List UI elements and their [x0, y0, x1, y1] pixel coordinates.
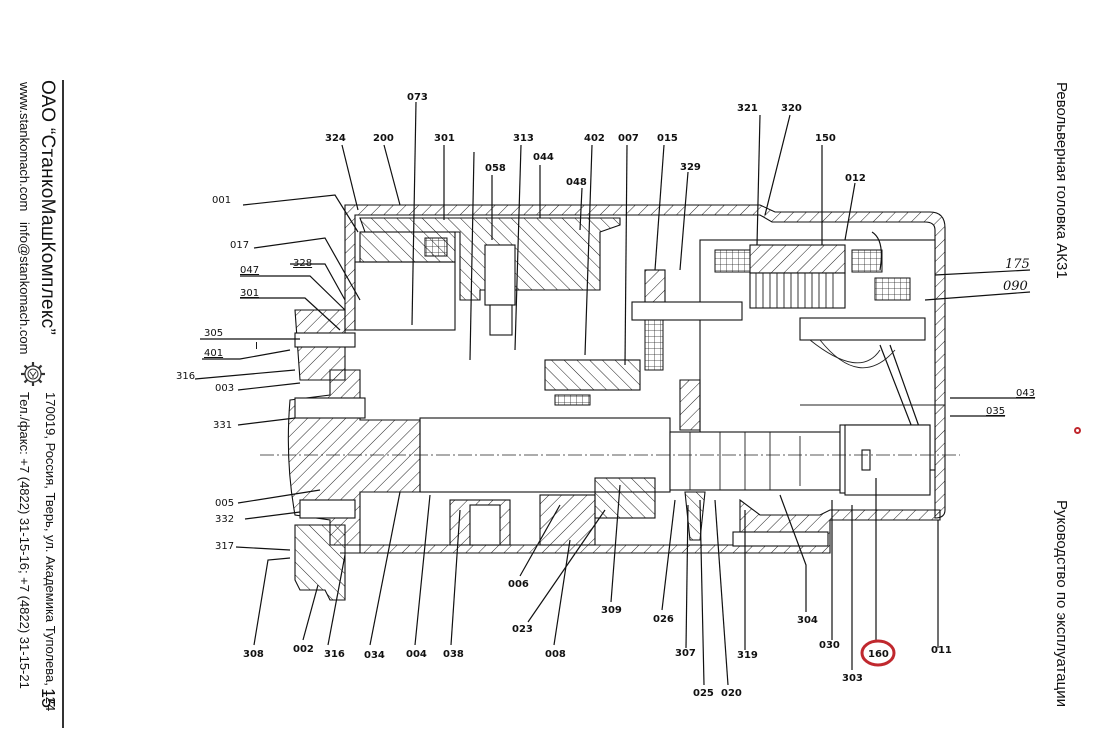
label-175: 175 — [1005, 257, 1030, 272]
housing — [260, 204, 960, 601]
label-301-top: 301 — [434, 133, 455, 144]
label-324: 324 — [325, 133, 346, 144]
label-048: 048 — [566, 177, 587, 188]
label-308: 308 — [243, 649, 264, 660]
label-011: 011 — [931, 645, 952, 656]
label-044: 044 — [533, 152, 554, 163]
label-015: 015 — [657, 133, 678, 144]
label-303: 303 — [842, 673, 863, 684]
label-313: 313 — [513, 133, 534, 144]
label-402: 402 — [584, 133, 605, 144]
label-320: 320 — [781, 103, 802, 114]
label-047: 047 — [240, 265, 259, 276]
label-316-bottom: 316 — [324, 649, 345, 660]
sidebar-divider — [62, 80, 64, 728]
label-328: 328 — [293, 258, 312, 269]
label-012: 012 — [845, 173, 866, 184]
label-017: 017 — [230, 240, 249, 251]
part-labels: 073 324 200 301 313 044 058 048 402 007 … — [176, 92, 1035, 699]
red-marker-dot — [1074, 427, 1081, 434]
label-319: 319 — [737, 650, 758, 661]
label-200: 200 — [373, 133, 394, 144]
label-007: 007 — [618, 133, 639, 144]
label-331: 331 — [213, 420, 232, 431]
highlight-circle-160 — [860, 639, 896, 667]
label-317: 317 — [215, 541, 234, 552]
label-002: 002 — [293, 644, 314, 655]
label-034: 034 — [364, 650, 385, 661]
label-030: 030 — [819, 640, 840, 651]
label-305: 305 — [204, 328, 223, 339]
label-073: 073 — [407, 92, 428, 103]
label-005: 005 — [215, 498, 234, 509]
label-090: 090 — [1003, 279, 1028, 294]
label-035: 035 — [986, 406, 1005, 417]
label-401: 401 — [204, 348, 223, 359]
label-025: 025 — [693, 688, 714, 699]
label-332: 332 — [215, 514, 234, 525]
rotor-laminations — [749, 272, 846, 309]
leader-lines — [194, 101, 1035, 686]
label-038: 038 — [443, 649, 464, 660]
label-section-I: I — [255, 341, 258, 352]
label-008: 008 — [545, 649, 566, 660]
label-150: 150 — [815, 133, 836, 144]
label-003: 003 — [215, 383, 234, 394]
label-023: 023 — [512, 624, 533, 635]
label-307: 307 — [675, 648, 696, 659]
label-316-left: 316 — [176, 371, 195, 382]
label-058: 058 — [485, 163, 506, 174]
label-304: 304 — [797, 615, 818, 626]
label-321: 321 — [737, 103, 758, 114]
label-020: 020 — [721, 688, 742, 699]
label-001: 001 — [212, 195, 231, 206]
label-026: 026 — [653, 614, 674, 625]
label-301-left: 301 — [240, 288, 259, 299]
label-043: 043 — [1016, 388, 1035, 399]
label-309: 309 — [601, 605, 622, 616]
label-004: 004 — [406, 649, 427, 660]
gear-logo-icon — [21, 362, 45, 386]
label-160: 160 — [868, 649, 889, 660]
label-006: 006 — [508, 579, 529, 590]
label-329: 329 — [680, 162, 701, 173]
